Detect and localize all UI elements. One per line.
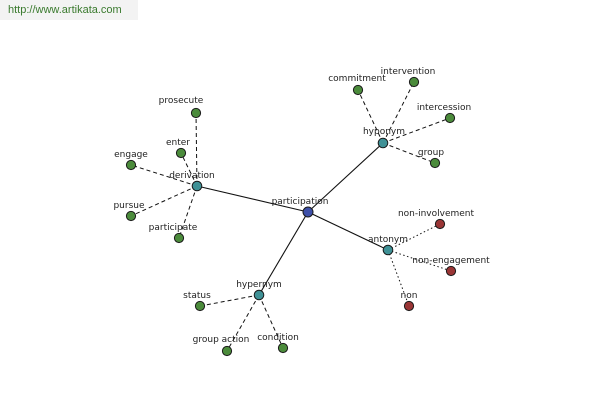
edge-antonym-non-engagement [387, 249, 452, 272]
node-non-involvement[interactable] [434, 218, 446, 230]
label-prosecute: prosecute [159, 96, 204, 106]
edge-derivation-participate [178, 185, 198, 239]
label-non-involvement: non-involvement [398, 209, 475, 219]
node-condition[interactable] [277, 342, 289, 354]
node-enter[interactable] [175, 147, 187, 159]
edge-hypernym-status [199, 294, 260, 307]
label-participation: participation [272, 197, 329, 207]
node-non-engagement[interactable] [445, 265, 457, 277]
label-antonym: antonym [368, 235, 408, 245]
node-intervention[interactable] [408, 76, 420, 88]
node-antonym[interactable] [382, 244, 394, 256]
label-intercession: intercession [417, 103, 471, 113]
label-group-action: group action [193, 335, 250, 345]
edge-hypernym-group-action [226, 294, 260, 352]
nodes-layer [125, 76, 457, 357]
label-enter: enter [166, 138, 190, 148]
node-group-action[interactable] [221, 345, 233, 357]
node-prosecute[interactable] [190, 107, 202, 119]
edge-hyponym-intercession [382, 117, 451, 144]
node-commitment[interactable] [352, 84, 364, 96]
label-condition: condition [257, 333, 299, 343]
edge-derivation-engage [130, 164, 198, 187]
label-derivation: derivation [169, 171, 215, 181]
label-group: group [418, 148, 444, 158]
node-group[interactable] [429, 157, 441, 169]
edge-participation-antonym [307, 211, 389, 251]
node-engage[interactable] [125, 159, 137, 171]
label-participate: participate [149, 223, 198, 233]
edge-hyponym-intervention [382, 81, 415, 144]
label-commitment: commitment [328, 74, 386, 84]
label-hypernym: hypernym [236, 280, 282, 290]
label-hyponym: hyponym [363, 127, 405, 137]
edge-hyponym-commitment [357, 89, 384, 144]
edge-hyponym-group [382, 142, 436, 164]
node-participate[interactable] [173, 232, 185, 244]
edge-antonym-non-involvement [387, 223, 441, 251]
label-engage: engage [114, 150, 148, 160]
edge-derivation-prosecute [195, 112, 198, 187]
node-hyponym[interactable] [377, 137, 389, 149]
source-url-label[interactable]: http://www.artikata.com [0, 0, 138, 20]
label-intervention: intervention [381, 67, 436, 77]
edge-derivation-pursue [130, 185, 198, 217]
node-pursue[interactable] [125, 210, 137, 222]
node-hypernym[interactable] [253, 289, 265, 301]
edge-hypernym-condition [258, 294, 284, 349]
label-non-engagement: non-engagement [412, 256, 490, 266]
node-derivation[interactable] [191, 180, 203, 192]
node-intercession[interactable] [444, 112, 456, 124]
label-pursue: pursue [113, 201, 145, 211]
labels-layer: prosecute enter engage pursue participate der… [113, 67, 490, 345]
edge-participation-hypernym [258, 211, 309, 296]
node-non[interactable] [403, 300, 415, 312]
node-participation[interactable] [302, 206, 314, 218]
edges-layer [130, 81, 452, 352]
node-status[interactable] [194, 300, 206, 312]
label-status: status [183, 291, 211, 301]
edge-participation-derivation [196, 185, 309, 213]
label-non: non [401, 291, 418, 301]
edge-derivation-enter [180, 152, 198, 187]
edge-participation-hyponym [307, 142, 384, 213]
